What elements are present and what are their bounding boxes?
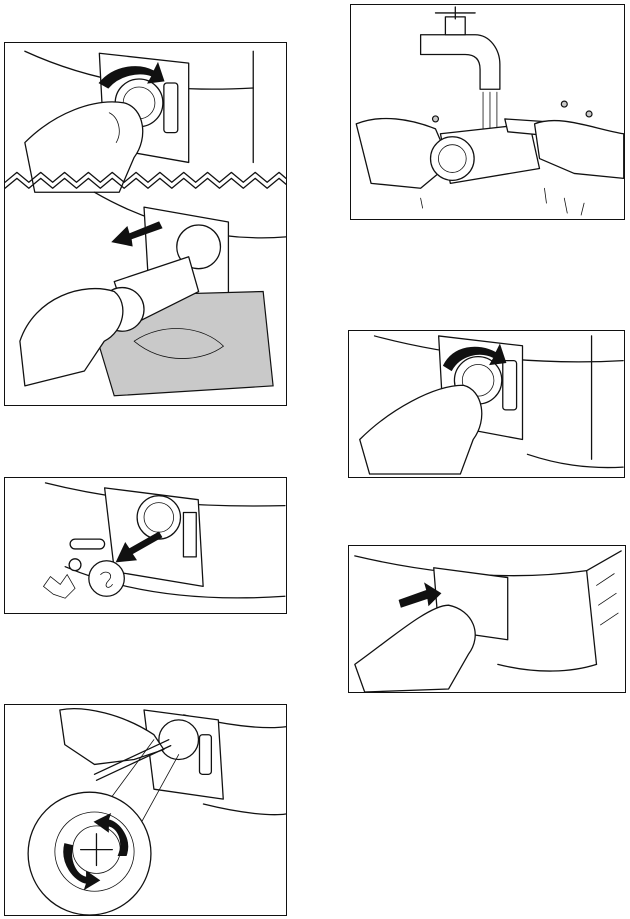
step-refit-filter-panel [348, 330, 625, 478]
emergency-drain-hose [503, 361, 517, 410]
coin-icon [89, 561, 124, 596]
emergency-drain-hose [199, 735, 211, 775]
close-flap-illustration [349, 546, 625, 692]
check-impeller-illustration [5, 705, 286, 915]
magnified-impeller-view [28, 792, 151, 915]
step-rinse-filter-panel [350, 4, 625, 220]
fluff-icon [44, 575, 76, 599]
hand [25, 102, 143, 192]
paper-clip-icon [70, 539, 104, 549]
rinse-filter-illustration [351, 5, 624, 219]
step-close-flap-panel [348, 545, 626, 693]
open-filter-illustration [5, 43, 286, 405]
filter-opening [159, 720, 199, 760]
hand [360, 385, 482, 474]
button-icon [69, 559, 81, 571]
hand [355, 605, 475, 692]
push-arrow-icon [399, 583, 440, 607]
tap-icon [421, 35, 500, 89]
step-open-filter-panel [4, 42, 287, 406]
remove-foreign-objects-illustration [5, 478, 286, 613]
emergency-drain-hose [183, 512, 196, 556]
step-check-impeller-panel [4, 704, 287, 916]
hand [535, 121, 624, 179]
emergency-drain-hose [164, 83, 178, 133]
step-remove-foreign-objects-panel [4, 477, 287, 614]
refit-filter-illustration [349, 331, 624, 477]
